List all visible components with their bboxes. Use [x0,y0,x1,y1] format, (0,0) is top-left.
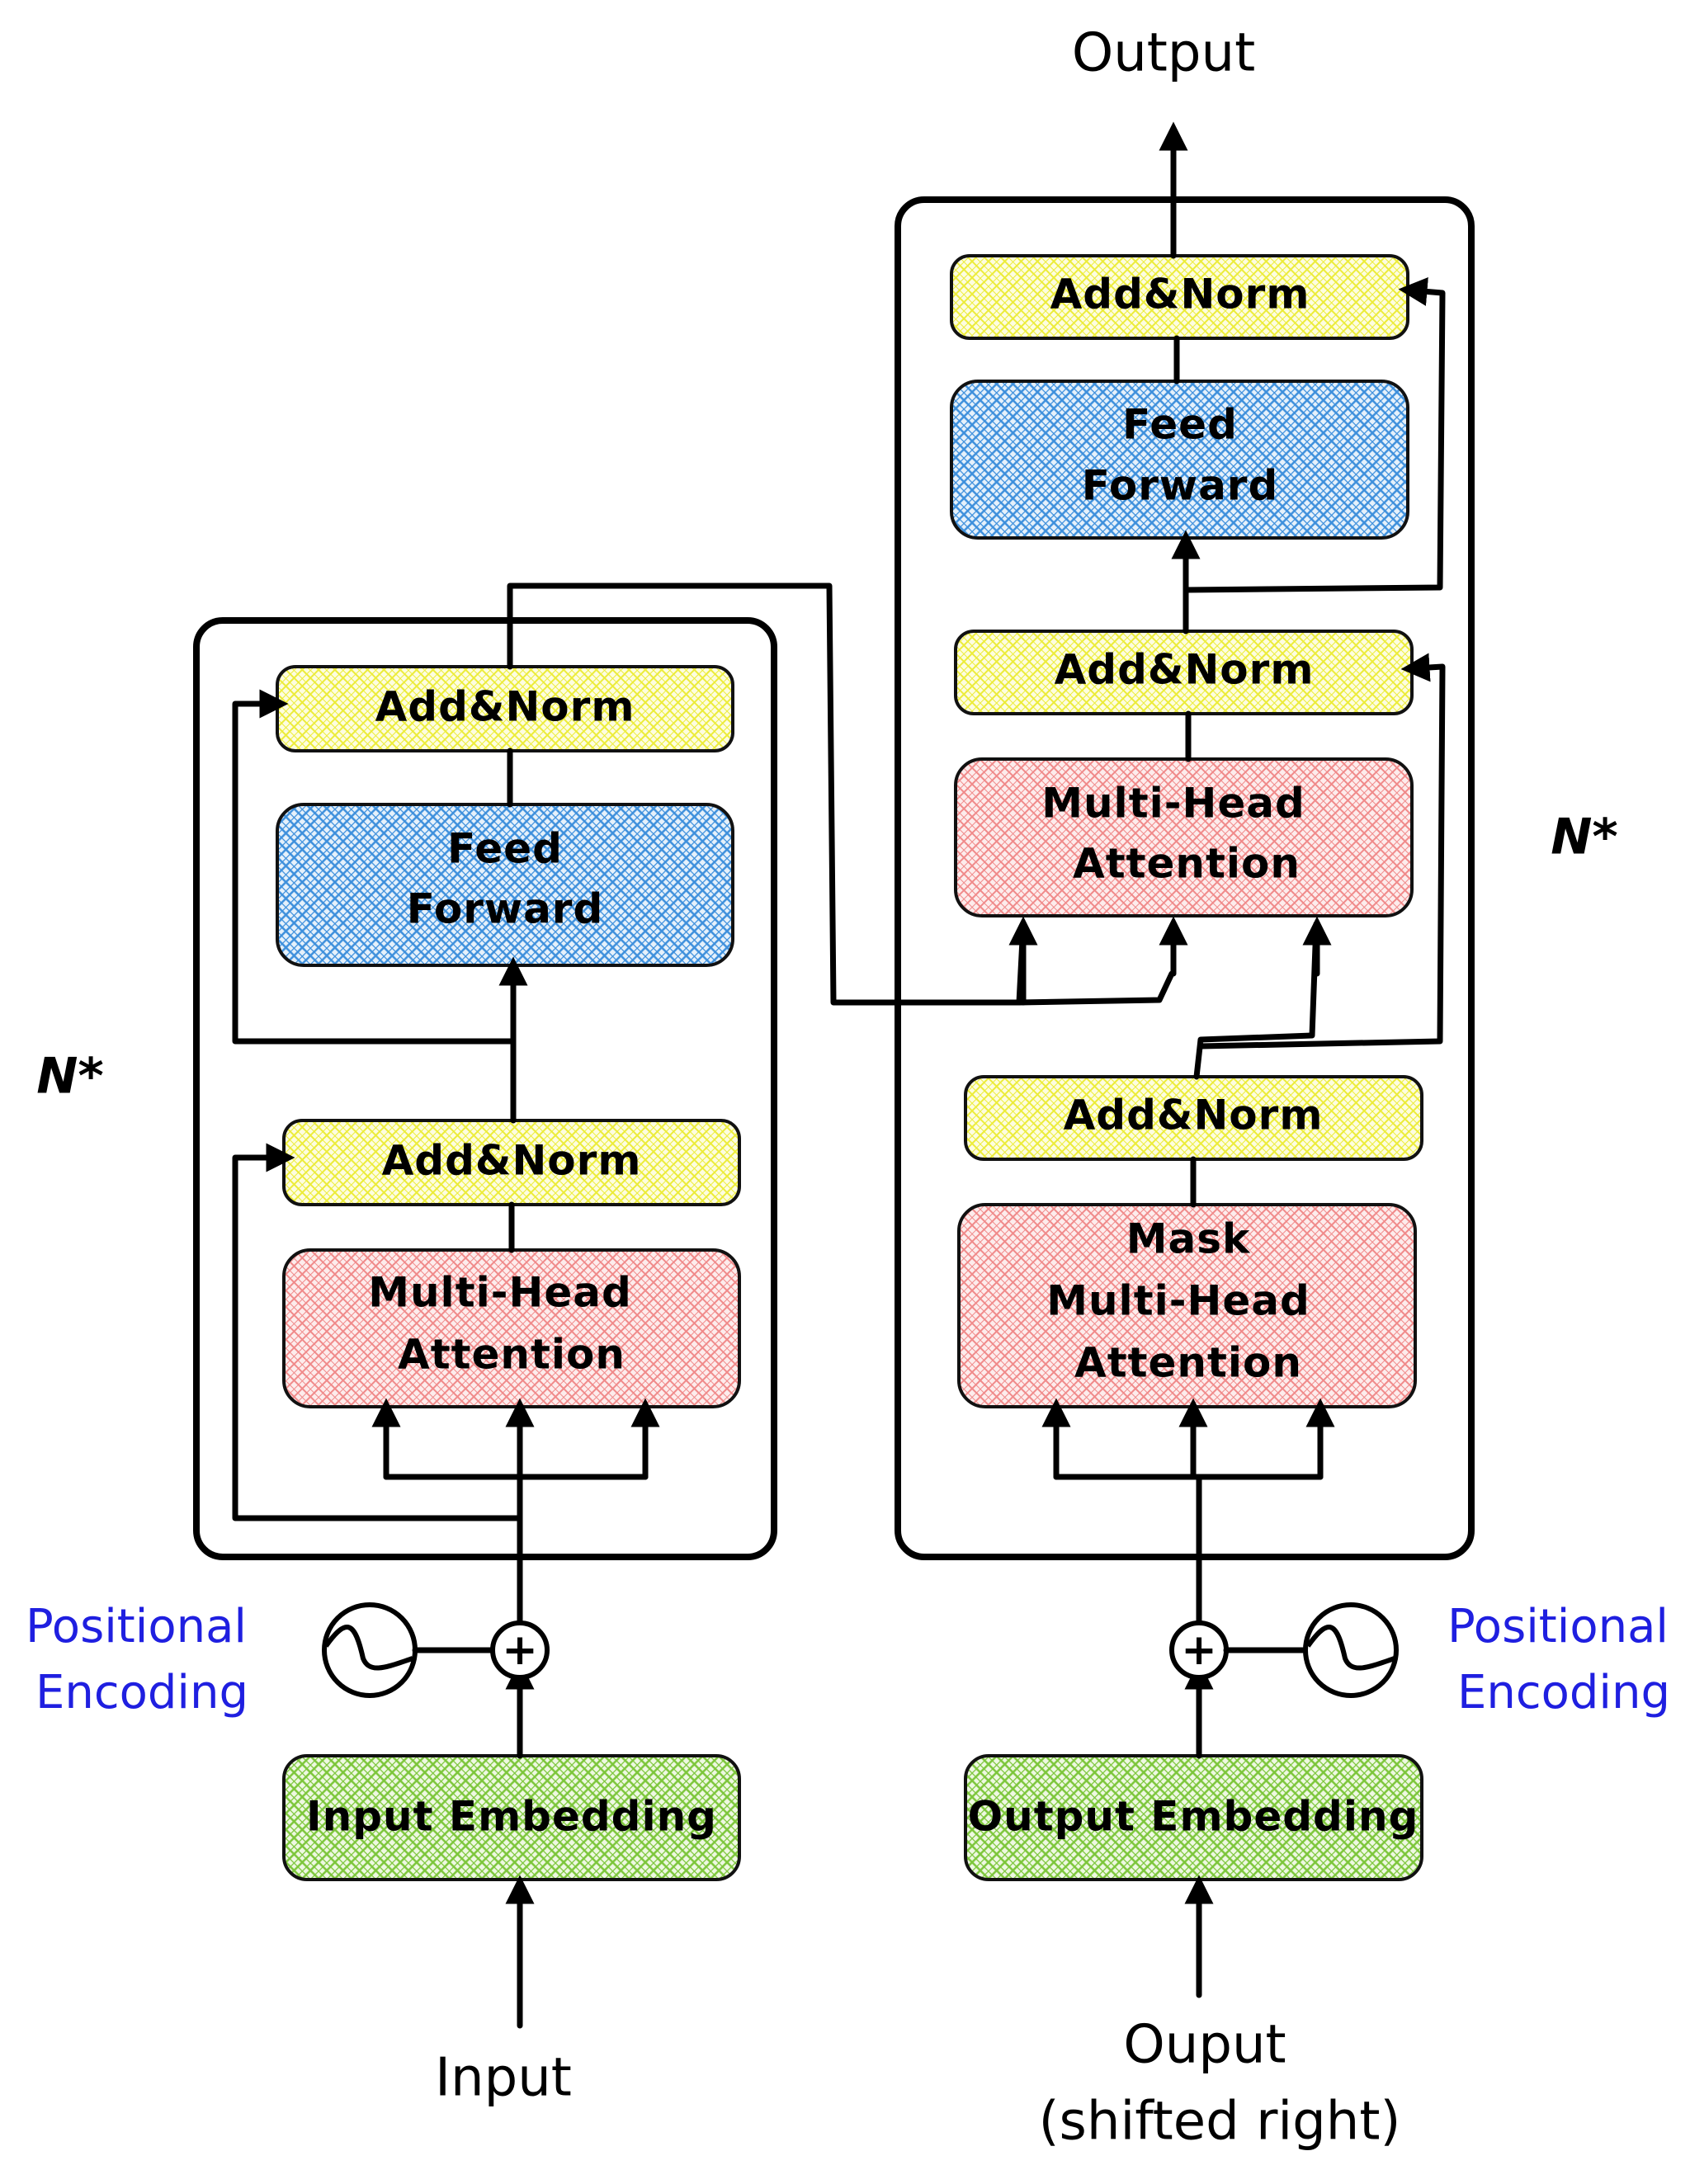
decoder-connections [1008,121,1446,1998]
encoder-add-norm-bottom: Add&Norm [282,1119,741,1206]
decoder-add-norm-top: Add&Norm [950,254,1409,340]
decoder-attention-label-2: Attention [1073,840,1301,888]
encoder-positional-label-2: Encoding [35,1666,248,1719]
encoder-sine-wave-icon [322,1602,418,1698]
decoder-positional-encoding: + Positional Encoding [1169,1600,1670,1719]
decoder-input-label-2: (shifted right) [1039,2092,1401,2153]
decoder-add-norm-top-label: Add&Norm [1050,271,1310,318]
encoder-feed-forward: Feed Forward [276,803,734,967]
encoder: Add&Norm Feed Forward Add&Norm Multi-Hea… [26,583,1027,2109]
encoder-attention-label-2: Attention [398,1331,625,1379]
encoder-multi-head-attention: Multi-Head Attention [282,1248,741,1408]
decoder-positional-label-2: Encoding [1457,1666,1670,1719]
input-label: Input [435,2048,572,2109]
encoder-feed-forward-label-2: Forward [407,885,604,933]
decoder-add-norm-bottom-label: Add&Norm [1064,1092,1324,1139]
decoder-input-label-1: Ouput [1123,2015,1286,2076]
decoder-feed-forward-label-1: Feed [1122,401,1238,449]
output-embedding: Output Embedding [964,1754,1423,1881]
output-label: Output [1072,23,1255,84]
decoder-masked-multi-head-attention: Mask Multi-Head Attention [957,1203,1417,1408]
decoder-add-norm-middle-label: Add&Norm [1055,646,1315,694]
encoder-stack-frame [193,617,777,1560]
decoder-masked-attention-label-3: Attention [1074,1339,1302,1387]
decoder-attention-label-1: Multi-Head [1041,780,1305,828]
encoder-add-icon [490,1620,550,1680]
decoder-masked-attention-label-1: Mask [1126,1215,1251,1263]
decoder-add-norm-bottom: Add&Norm [964,1075,1423,1161]
encoder-add-norm-top: Add&Norm [276,665,734,752]
decoder-repeat-label: N* [1551,809,1618,866]
encoder-feed-forward-label-1: Feed [447,825,563,873]
decoder-add-norm-middle: Add&Norm [954,630,1414,715]
decoder-multi-head-attention: Multi-Head Attention [954,757,1414,917]
decoder-feed-forward: Feed Forward [950,380,1409,540]
decoder-sine-wave-icon [1303,1602,1399,1698]
decoder-masked-attention-label-2: Multi-Head [1046,1277,1310,1325]
encoder-plus-symbol: + [502,1625,538,1675]
decoder: Add&Norm Feed Forward Add&Norm Multi-Hea… [895,121,1670,2153]
encoder-add-norm-top-label: Add&Norm [375,683,635,731]
output-embedding-label: Output Embedding [968,1793,1419,1841]
decoder-stack-frame [895,196,1475,1560]
input-embedding-label: Input Embedding [306,1793,717,1841]
encoder-positional-encoding: + Positional Encoding [26,1600,550,1719]
decoder-feed-forward-label-2: Forward [1082,462,1279,510]
encoder-add-norm-bottom-label: Add&Norm [382,1137,642,1185]
decoder-plus-symbol: + [1181,1625,1217,1675]
encoder-positional-label-1: Positional [26,1600,247,1653]
input-embedding: Input Embedding [282,1754,741,1881]
encoder-connections [232,583,1027,2029]
decoder-positional-label-1: Positional [1447,1600,1669,1653]
encoder-repeat-label: N* [36,1048,104,1106]
encoder-attention-label-1: Multi-Head [368,1269,632,1317]
